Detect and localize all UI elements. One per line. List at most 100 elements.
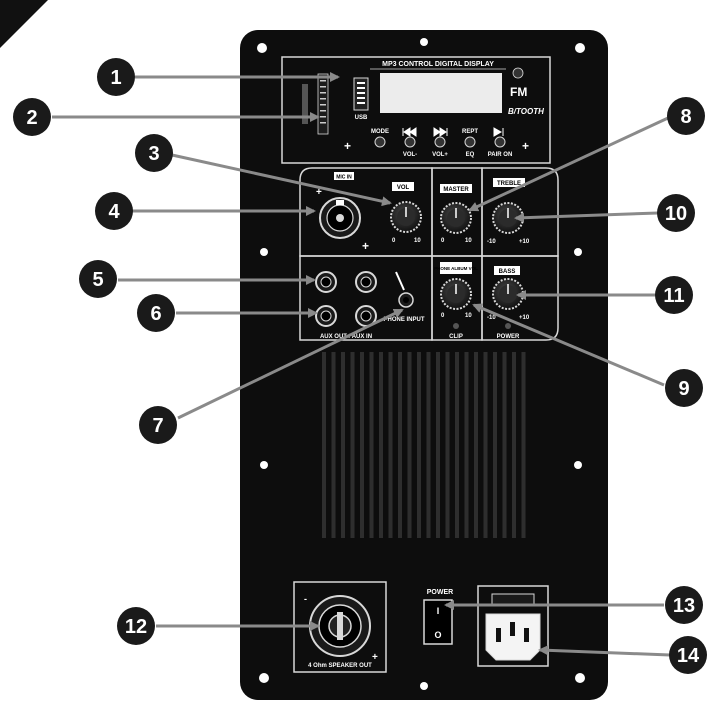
iec-inlet-section — [477, 585, 549, 667]
callout-bubble — [117, 607, 155, 645]
mic-combo-jack[interactable] — [319, 197, 361, 239]
aux-out-jack-top[interactable] — [315, 271, 337, 293]
callout-number: 12 — [125, 616, 147, 638]
svg-text:10: 10 — [414, 238, 421, 244]
display-plus-right: + — [522, 139, 529, 153]
callout-13: 13 — [665, 586, 703, 624]
callout-bubble — [657, 194, 695, 232]
prev-track-icon — [402, 127, 417, 137]
speaker-out-label: 4 Ohm SPEAKER OUT — [308, 663, 372, 669]
callout-bubble — [139, 406, 177, 444]
svg-text:-10: -10 — [487, 315, 496, 321]
callout-number: 2 — [26, 107, 37, 129]
callout-bubble — [97, 58, 135, 96]
next-button[interactable]: VOL+ — [432, 127, 448, 158]
callout-7: 7 — [139, 406, 177, 444]
callout-bubble — [137, 294, 175, 332]
heatsink-fin — [360, 352, 364, 538]
speaker-plus: + — [372, 652, 378, 663]
heatsink-fin — [493, 352, 497, 538]
svg-text:0: 0 — [441, 313, 445, 319]
callout-arrows — [52, 72, 671, 657]
mode-button[interactable]: MODE — [371, 129, 389, 148]
phone-vol-knob[interactable] — [440, 278, 472, 310]
heatsink-fin — [445, 352, 450, 538]
mic-volume-knob[interactable] — [390, 201, 422, 233]
power-led — [505, 323, 511, 329]
svg-text:0: 0 — [392, 238, 396, 244]
callout-number: 5 — [92, 269, 103, 291]
phone-vol-label: PHONE ALBUM VOL — [434, 266, 478, 271]
callout-number: 8 — [680, 106, 691, 128]
heatsink-fin — [369, 352, 374, 538]
callout-number: 10 — [665, 203, 687, 225]
rept-button[interactable]: REPT EQ — [462, 129, 478, 158]
power-label: POWER — [427, 589, 453, 596]
svg-text:PAIR ON: PAIR ON — [488, 152, 513, 158]
heatsink-fin — [398, 352, 402, 538]
mic-plus-top: + — [316, 187, 322, 198]
fm-label: FM — [510, 85, 527, 99]
mic-in-label: MIC IN — [336, 175, 352, 181]
svg-text:MODE: MODE — [371, 129, 389, 135]
play-pause-button[interactable]: PAIR ON — [488, 127, 513, 158]
callout-bubble — [79, 260, 117, 298]
phone-input-jack[interactable] — [398, 292, 414, 308]
master-knob[interactable] — [440, 202, 472, 234]
speakon-connector[interactable] — [309, 595, 371, 657]
heatsink-fin — [379, 352, 383, 538]
bass-label: BASS — [499, 269, 516, 275]
bass-knob[interactable] — [492, 278, 524, 310]
callout-number: 4 — [108, 201, 120, 223]
phone-vol-section: PHONE ALBUM VOL 0 10 CLIP — [434, 262, 478, 340]
speaker-minus: - — [304, 594, 307, 604]
power-on-mark: I — [437, 606, 440, 616]
treble-label: TREBLE — [497, 181, 521, 187]
callout-9: 9 — [665, 369, 703, 407]
svg-text:VOL-: VOL- — [403, 152, 417, 158]
master-section: MASTER 0 10 — [440, 184, 472, 244]
callout-bubble — [655, 276, 693, 314]
heatsink-fins — [322, 352, 526, 538]
aux-out-jack-bottom[interactable] — [315, 305, 337, 327]
callout-8: 8 — [667, 97, 705, 135]
callout-bubble — [669, 636, 707, 674]
clip-label: CLIP — [449, 334, 463, 340]
callout-number: 6 — [150, 303, 161, 325]
callout-11: 11 — [655, 276, 693, 314]
mic-section: MIC IN + + VOL 0 10 — [316, 172, 422, 253]
bt-label: B/TOOTH — [508, 107, 544, 116]
callout-5: 5 — [79, 260, 117, 298]
svg-text:VOL+: VOL+ — [432, 152, 448, 158]
next-track-icon — [433, 127, 448, 137]
mp3-buttons: MODE VOL- VOL+ REPT EQ PAIR ON — [371, 127, 513, 158]
prev-button[interactable]: VOL- — [402, 127, 417, 158]
callout-6: 6 — [137, 294, 175, 332]
callout-number: 7 — [152, 415, 163, 437]
power-off-mark: O — [434, 630, 441, 640]
corner-triangle — [0, 0, 48, 48]
callout-number: 3 — [148, 143, 159, 165]
iec-power-inlet[interactable] — [485, 613, 541, 661]
callout-14: 14 — [669, 636, 707, 674]
heatsink-fin — [426, 352, 431, 538]
svg-text:10: 10 — [465, 238, 472, 244]
callout-bubble — [135, 134, 173, 172]
heatsink-fin — [417, 352, 421, 538]
power-led-label: POWER — [497, 334, 520, 340]
aux-in-jack-top[interactable] — [355, 271, 377, 293]
callout-bubble — [95, 192, 133, 230]
speaker-out-section: - + 4 Ohm SPEAKER OUT — [293, 581, 387, 673]
lcd-screen — [380, 73, 502, 113]
callout-10: 10 — [657, 194, 695, 232]
svg-text:+10: +10 — [519, 315, 530, 321]
clip-led — [453, 323, 459, 329]
callout-number: 14 — [677, 645, 700, 667]
phone-input-label: PHONE INPUT — [383, 317, 424, 323]
display-plus-left: + — [344, 139, 351, 153]
screw-holes — [257, 38, 585, 690]
power-switch[interactable]: I O — [423, 599, 453, 645]
heatsink-fin — [341, 352, 345, 538]
